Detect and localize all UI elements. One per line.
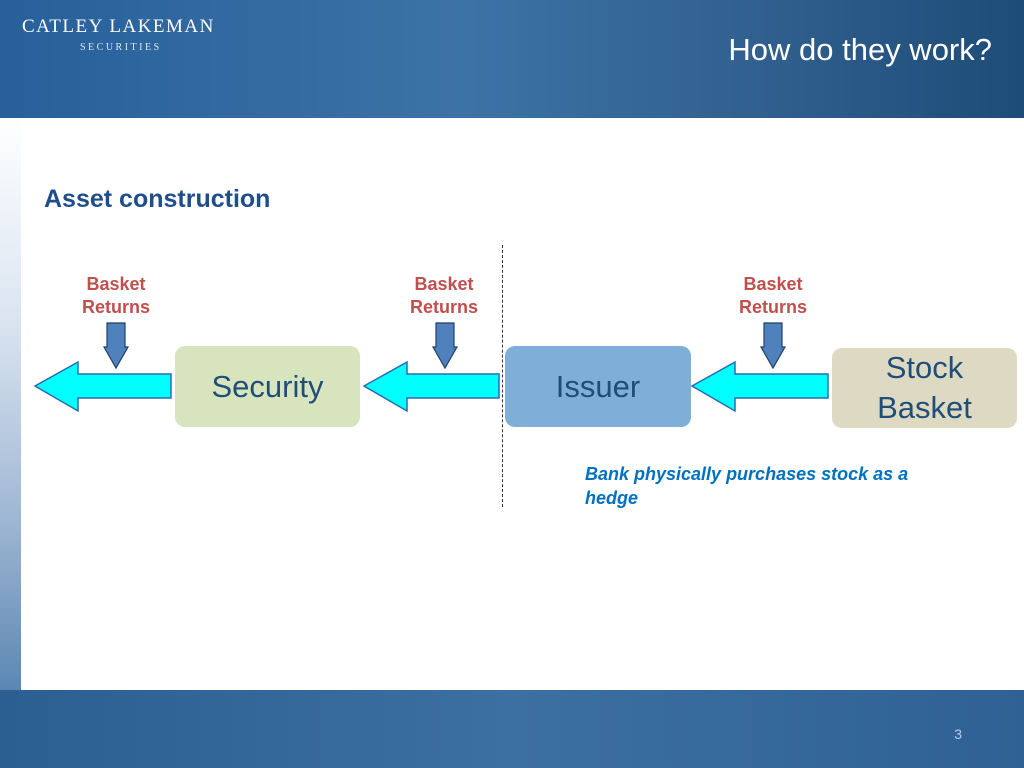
dashed-divider-line <box>502 245 503 507</box>
page-number: 3 <box>954 726 962 742</box>
flow-arrow-left-1 <box>33 360 172 413</box>
security-box: Security <box>175 346 360 427</box>
basket-returns-label-1-line1: Basket <box>86 274 146 294</box>
down-arrow-2 <box>431 322 459 370</box>
down-arrow-3 <box>759 322 787 370</box>
basket-returns-label-1: Basket Returns <box>61 273 171 319</box>
slide-footer: 3 <box>0 690 1024 768</box>
basket-returns-label-3-line2: Returns <box>738 297 807 317</box>
issuer-box-label: Issuer <box>555 368 641 404</box>
stock-basket-box: Stock Basket <box>832 348 1017 428</box>
flow-arrow-left-2 <box>362 360 500 413</box>
basket-returns-label-2-line2: Returns <box>409 297 478 317</box>
basket-returns-label-3-line1: Basket <box>743 274 803 294</box>
basket-returns-label-3: Basket Returns <box>718 273 828 319</box>
stock-basket-box-label-line1: Stock <box>885 350 964 385</box>
company-logo-subtitle: SECURITIES <box>80 42 162 53</box>
company-logo: CATLEY LAKEMAN <box>22 16 215 37</box>
down-arrow-1 <box>102 322 130 370</box>
slide-title: How do they work? <box>728 32 992 67</box>
slide-header: CATLEY LAKEMAN SECURITIES How do they wo… <box>0 0 1024 118</box>
hedge-note: Bank physically purchases stock as a hed… <box>585 464 909 508</box>
basket-returns-label-1-line2: Returns <box>81 297 150 317</box>
flow-arrow-left-3 <box>690 360 829 413</box>
basket-returns-label-2: Basket Returns <box>389 273 499 319</box>
security-box-label: Security <box>211 368 324 404</box>
left-gradient-strip <box>0 118 21 690</box>
basket-returns-label-2-line1: Basket <box>414 274 474 294</box>
issuer-box: Issuer <box>505 346 691 427</box>
section-heading: Asset construction <box>44 185 271 213</box>
stock-basket-box-label-line2: Basket <box>877 390 972 425</box>
